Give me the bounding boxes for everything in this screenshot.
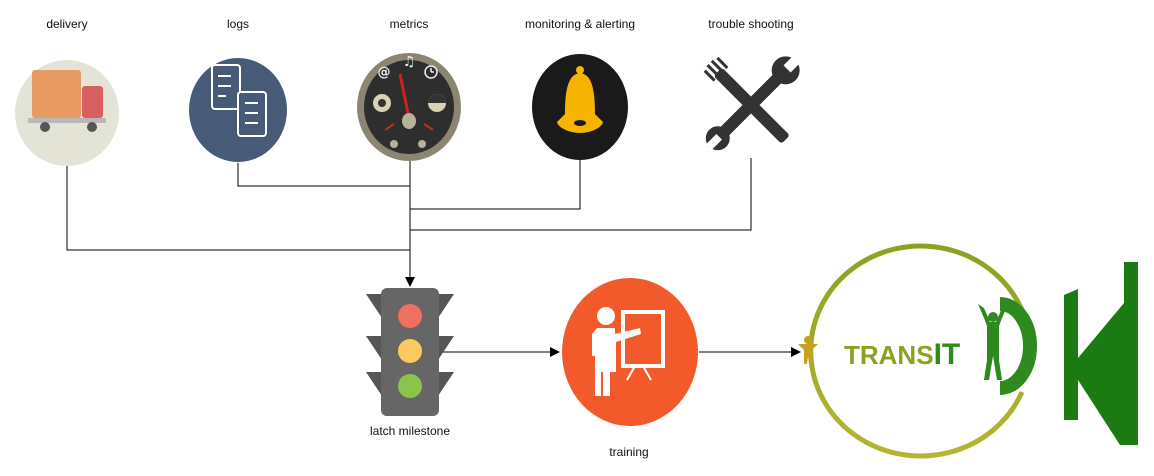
latch-node: [366, 288, 454, 416]
traffic-light-icon: [366, 288, 454, 416]
documents-icon: [211, 64, 267, 137]
presenter-icon: [592, 307, 665, 396]
label-monitoring: monitoring & alerting: [524, 17, 636, 31]
transition-logo-text: TRANSIT: [844, 338, 960, 372]
truck-icon: [28, 70, 106, 132]
gauge-icon: @ ♫: [373, 54, 446, 148]
connector-troubleshooting: [410, 158, 752, 231]
label-troubleshooting: trouble shooting: [708, 17, 794, 31]
troubleshooting-node: [703, 55, 801, 151]
connector-logs: [237, 163, 410, 187]
label-latch: latch milestone: [369, 424, 451, 438]
training-node: [562, 278, 698, 426]
connector-monitoring: [410, 160, 581, 210]
tools-icon: [703, 55, 801, 151]
connectors: [66, 158, 801, 357]
person-figure-right: [978, 304, 1008, 380]
connector-delivery: [66, 165, 410, 251]
person-figure-left: [798, 336, 818, 364]
monitoring-node: [532, 54, 628, 160]
label-training: training: [609, 445, 649, 459]
bell-icon: [557, 66, 603, 133]
label-metrics: metrics: [389, 17, 429, 31]
logo-text-it: IT: [933, 338, 961, 371]
logs-node: [189, 58, 287, 162]
label-delivery: delivery: [46, 17, 88, 31]
label-logs: logs: [226, 17, 250, 31]
logo-o-ring: [999, 297, 1037, 395]
transition-logo: [798, 243, 1138, 459]
svg-text:♫: ♫: [403, 54, 416, 70]
logo-n-letter: [1064, 262, 1138, 445]
delivery-node: [15, 60, 119, 166]
svg-text:@: @: [378, 65, 391, 80]
logo-text-trans: TRANS: [844, 340, 934, 370]
metrics-node: @ ♫: [357, 53, 461, 161]
